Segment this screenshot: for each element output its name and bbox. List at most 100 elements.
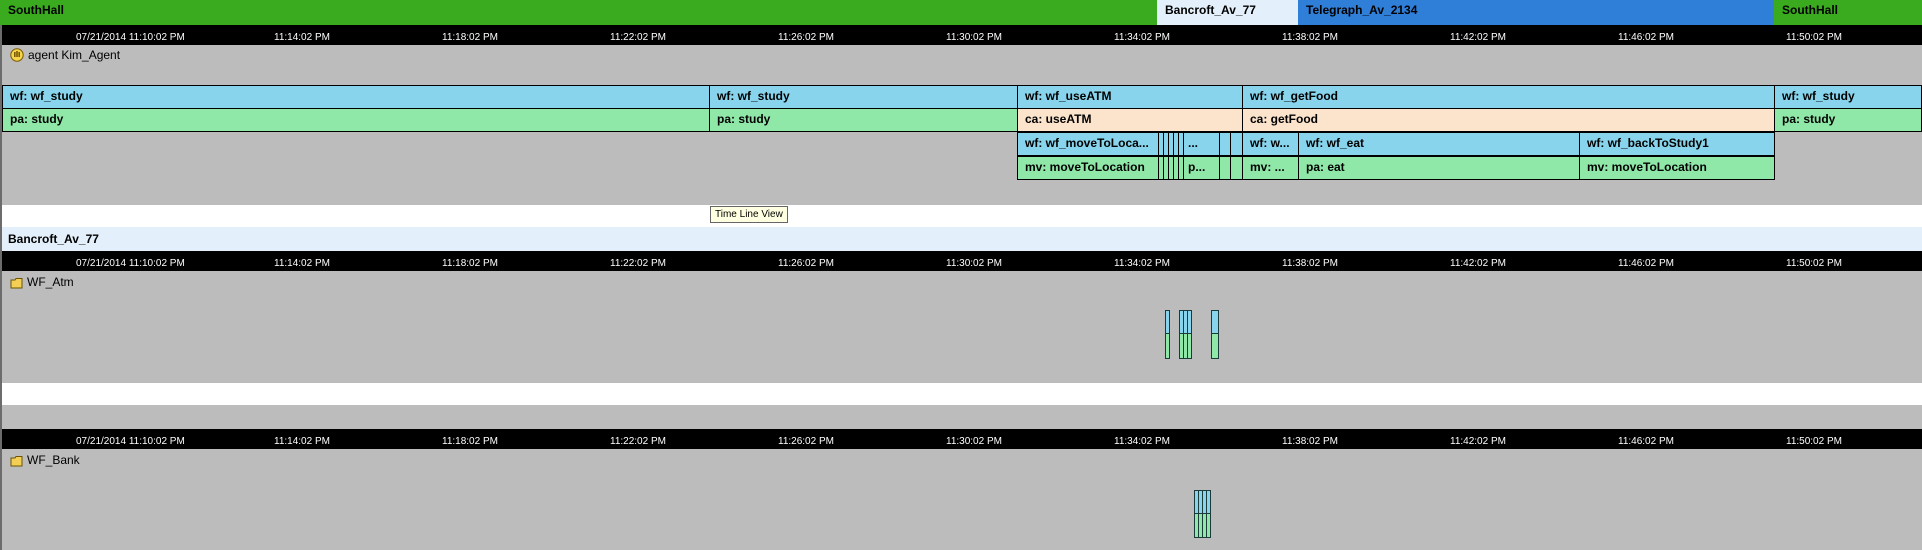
tooltip: Time Line View <box>710 206 788 223</box>
bar-label: mv: ... <box>1250 160 1285 174</box>
section-separator <box>0 383 1922 405</box>
ruler-tick: 07/21/2014 11:10:02 PM <box>76 258 185 269</box>
ruler-tick: 11:14:02 PM <box>274 436 330 447</box>
bar-label: wf: wf_moveToLoca... <box>1025 136 1149 150</box>
ruler-tick: 11:14:02 PM <box>274 32 330 43</box>
bar-label: pa: eat <box>1306 160 1345 174</box>
ruler-tick: 11:30:02 PM <box>946 32 1002 43</box>
left-border <box>0 25 2 550</box>
wf-bank-timeline <box>1192 490 1214 540</box>
location-southhall-2[interactable]: SouthHall <box>1774 0 1922 25</box>
location-label: SouthHall <box>8 3 64 17</box>
activity-bar[interactable]: pa: study <box>1774 108 1922 132</box>
ruler-tick: 11:38:02 PM <box>1282 32 1338 43</box>
wf-atm-timeline <box>1160 310 1222 362</box>
tooltip-text: Time Line View <box>715 209 783 220</box>
ruler-tick: 11:46:02 PM <box>1618 436 1674 447</box>
location-southhall-1[interactable]: SouthHall <box>0 0 1157 25</box>
ruler-tick: 11:22:02 PM <box>610 258 666 269</box>
ruler-tick: 11:34:02 PM <box>1114 32 1170 43</box>
bar-label: mv: moveToLocation <box>1587 160 1707 174</box>
activity-slice[interactable] <box>1187 333 1192 359</box>
location-label: Bancroft_Av_77 <box>1165 3 1256 17</box>
workframe-bar[interactable]: wf: w... <box>1242 132 1299 156</box>
activity-bar[interactable]: pa: eat <box>1298 156 1580 180</box>
ruler-tick: 11:30:02 PM <box>946 258 1002 269</box>
ruler-tick: 07/21/2014 11:10:02 PM <box>76 32 185 43</box>
bar-label: ... <box>1188 136 1199 150</box>
location-label: SouthHall <box>1782 3 1838 17</box>
ruler-tick: 07/21/2014 11:10:02 PM <box>76 436 185 447</box>
ruler-tick: 11:42:02 PM <box>1450 436 1506 447</box>
ruler-tick: 11:34:02 PM <box>1114 436 1170 447</box>
workframe-bar[interactable]: wf: wf_eat <box>1298 132 1580 156</box>
time-ruler-1: 07/21/2014 11:10:02 PM 11:14:02 PM 11:18… <box>0 25 1922 45</box>
ruler-tick: 11:50:02 PM <box>1786 32 1842 43</box>
ruler-tick: 11:26:02 PM <box>778 32 834 43</box>
workframe-bar[interactable]: wf: wf_moveToLoca... <box>1017 132 1159 156</box>
ruler-tick: 11:14:02 PM <box>274 258 330 269</box>
ruler-tick: 11:38:02 PM <box>1282 258 1338 269</box>
object-label: WF_Atm <box>27 275 74 289</box>
workframe-bar[interactable]: wf: wf_study <box>2 85 710 109</box>
folder-icon <box>10 454 23 467</box>
location-label: Telegraph_Av_2134 <box>1306 3 1418 17</box>
ruler-tick: 11:18:02 PM <box>442 258 498 269</box>
bar-label: wf: wf_getFood <box>1250 89 1338 103</box>
bar-label: mv: moveToLocation <box>1025 160 1145 174</box>
section-separator <box>0 205 1922 227</box>
workframe-bar[interactable]: wf: wf_study <box>1774 85 1922 109</box>
time-ruler-2: 07/21/2014 11:10:02 PM 11:14:02 PM 11:18… <box>0 251 1922 271</box>
ruler-tick: 11:22:02 PM <box>610 436 666 447</box>
agent-label: agent Kim_Agent <box>28 48 121 62</box>
workframe-bar[interactable]: wf: wf_study <box>709 85 1018 109</box>
ruler-tick: 11:46:02 PM <box>1618 32 1674 43</box>
workframe-slice[interactable] <box>1211 310 1219 334</box>
agent-timeline-row4: mv: moveToLocation p... mv: ... pa: eat … <box>0 156 1922 180</box>
ruler-tick: 11:30:02 PM <box>946 436 1002 447</box>
activity-slice[interactable] <box>1165 333 1170 359</box>
workframe-bar[interactable]: ... <box>1183 132 1220 156</box>
location-bancroft[interactable]: Bancroft_Av_77 <box>1157 0 1298 25</box>
activity-bar[interactable]: pa: study <box>709 108 1018 132</box>
workframe-bar[interactable]: wf: wf_useATM <box>1017 85 1243 109</box>
bar-label: wf: w... <box>1250 136 1290 150</box>
activity-slice[interactable] <box>1211 333 1219 359</box>
location-telegraph[interactable]: Telegraph_Av_2134 <box>1298 0 1774 25</box>
ruler-tick: 11:50:02 PM <box>1786 436 1842 447</box>
activity-slice[interactable] <box>1206 513 1211 538</box>
bar-label: wf: wf_study <box>10 89 83 103</box>
ruler-tick: 11:18:02 PM <box>442 32 498 43</box>
composite-activity-bar[interactable]: ca: getFood <box>1242 108 1775 132</box>
activity-bar[interactable]: p... <box>1183 156 1220 180</box>
activity-bar[interactable]: pa: study <box>2 108 710 132</box>
section-header: Bancroft_Av_77 <box>0 227 1922 251</box>
movement-bar[interactable]: mv: moveToLocation <box>1579 156 1775 180</box>
agent-timeline-row3: wf: wf_moveToLoca... ... wf: w... wf: wf… <box>0 132 1922 156</box>
bar-label: pa: study <box>10 112 64 126</box>
ruler-tick: 11:22:02 PM <box>610 32 666 43</box>
workframe-slice[interactable] <box>1165 310 1170 334</box>
bar-label: pa: study <box>717 112 771 126</box>
workframe-slice[interactable] <box>1206 490 1211 514</box>
time-ruler-3: 07/21/2014 11:10:02 PM 11:14:02 PM 11:18… <box>0 429 1922 449</box>
workframe-slice[interactable] <box>1187 310 1192 334</box>
bar-label: wf: wf_study <box>1782 89 1855 103</box>
workframe-bar[interactable]: wf: wf_getFood <box>1242 85 1775 109</box>
hand-icon <box>10 48 24 62</box>
bar-label: wf: wf_useATM <box>1025 89 1112 103</box>
ruler-tick: 11:26:02 PM <box>778 258 834 269</box>
composite-activity-bar[interactable]: ca: useATM <box>1017 108 1243 132</box>
bar-label: p... <box>1188 160 1206 174</box>
movement-bar[interactable]: mv: ... <box>1242 156 1299 180</box>
bar-label: wf: wf_backToStudy1 <box>1587 136 1709 150</box>
ruler-tick: 11:42:02 PM <box>1450 258 1506 269</box>
workframe-bar[interactable]: wf: wf_backToStudy1 <box>1579 132 1775 156</box>
ruler-tick: 11:42:02 PM <box>1450 32 1506 43</box>
agent-timeline-row1: wf: wf_study wf: wf_study wf: wf_useATM … <box>0 85 1922 109</box>
folder-icon <box>10 276 23 289</box>
object-label: WF_Bank <box>27 453 80 467</box>
ruler-tick: 11:50:02 PM <box>1786 258 1842 269</box>
activity-bar[interactable]: mv: moveToLocation <box>1017 156 1159 180</box>
bar-label: ca: getFood <box>1250 112 1318 126</box>
